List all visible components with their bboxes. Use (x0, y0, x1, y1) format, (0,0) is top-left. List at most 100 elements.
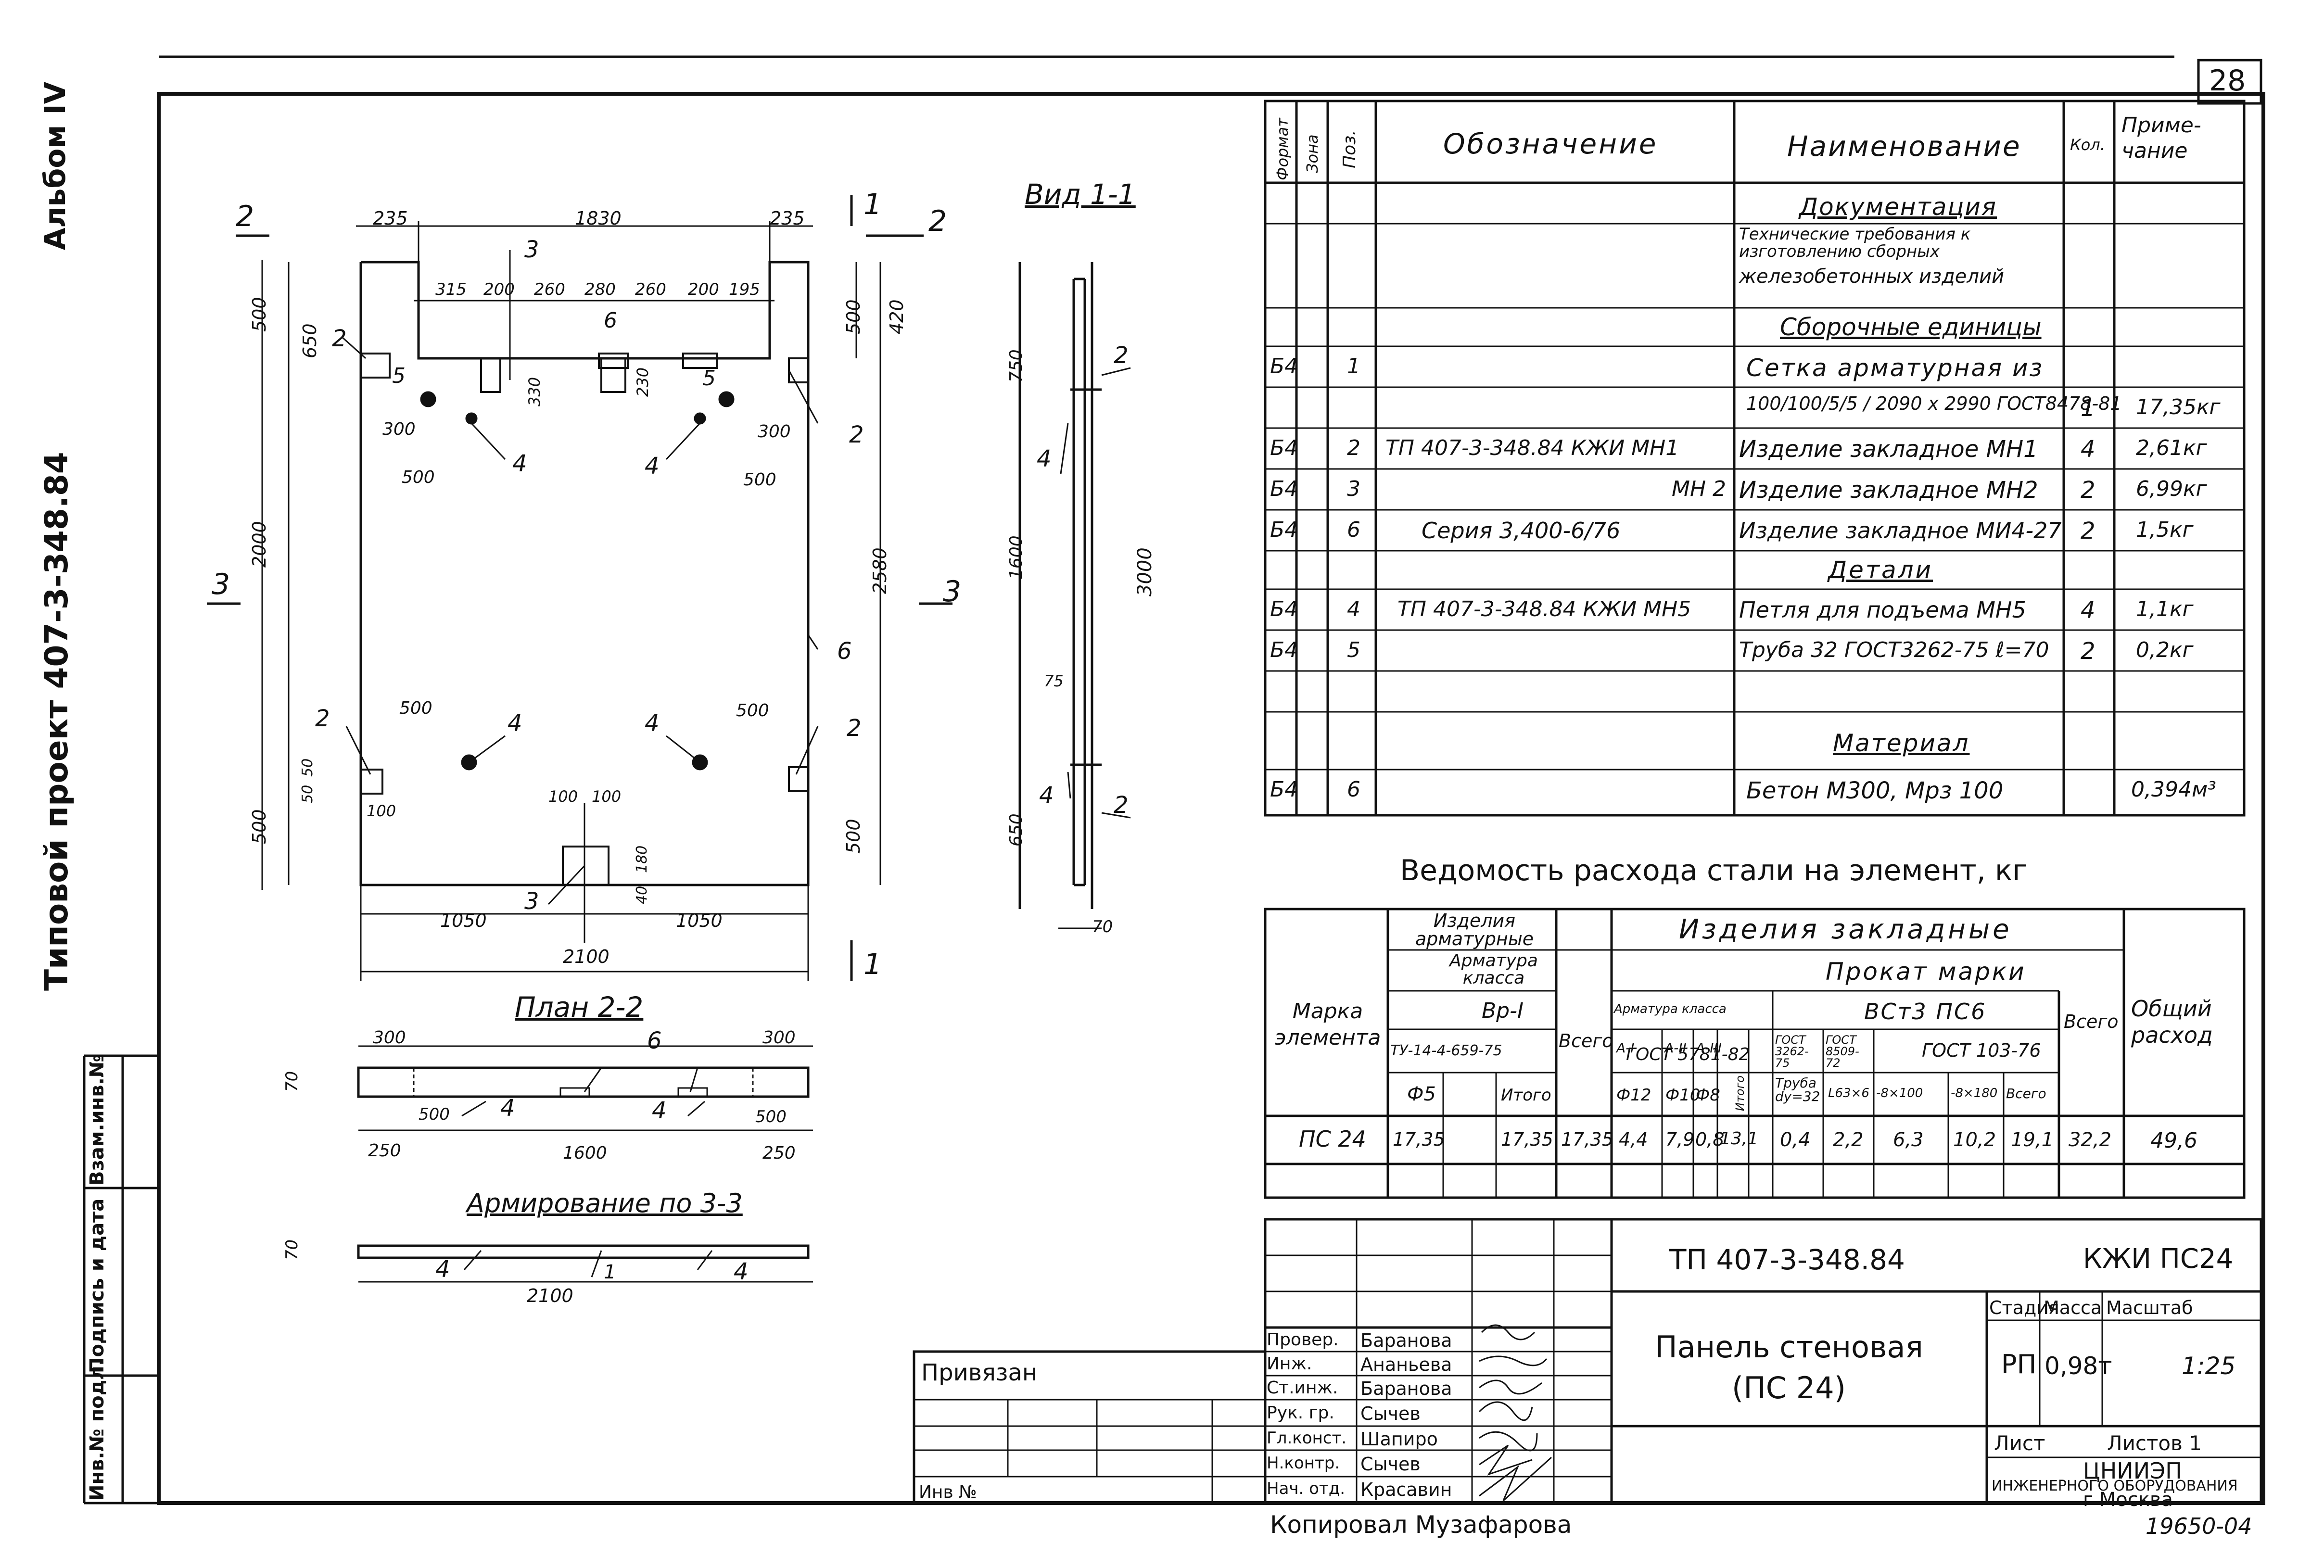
steel-row-itogo: 13,1 (1720, 1129, 1759, 1149)
spec-heading-material: Материал (1833, 729, 1970, 757)
dim-right-500-top: 500 (843, 299, 864, 334)
copied-by: Копировал Музафарова (1270, 1511, 1572, 1539)
spec-row7-pos: 6 (1347, 777, 1360, 802)
steel-row-vsego-all: 32,2 (2069, 1129, 2112, 1151)
dim-inner-330: 330 (525, 377, 544, 406)
callout-5-left: 5 (392, 364, 406, 388)
plan-dim-300-left: 300 (373, 1028, 406, 1048)
dim-bottom-1050-right: 1050 (676, 910, 723, 931)
steel-h-gost5781: ГОСТ 5781-82 (1626, 1045, 1750, 1064)
spec-header-pos: Поз. (1340, 130, 1359, 168)
title-org3: г Москва (2083, 1489, 2173, 1511)
steel-h-a1: A-I (1616, 1040, 1635, 1056)
steel-h-vsego2: Всего (2006, 1086, 2046, 1101)
title-org1: ЦНИИЭП (2083, 1458, 2182, 1484)
dim-inner-300-right: 300 (758, 422, 791, 442)
dim-right-500-bottom: 500 (843, 819, 864, 854)
reinf-callout-4-left: 4 (435, 1256, 450, 1283)
title-scale: 1:25 (2182, 1352, 2236, 1380)
spec-row1b-note: 17,35кг (2136, 395, 2221, 419)
spec-row5-qty: 4 (2081, 597, 2095, 624)
drawing-number: 19650-04 (2146, 1513, 2252, 1539)
steel-h-itogo: Итого (1733, 1075, 1747, 1111)
section-mark-2-right: 2 (928, 204, 947, 238)
plan-dim-300-right: 300 (762, 1028, 796, 1048)
callout-4-tr: 4 (645, 453, 660, 480)
steel-h-pipe: Труба dy=32 (1775, 1075, 1820, 1104)
steel-h-total: Общий расход (2131, 996, 2213, 1049)
spec-row2-name: Изделие закладное МН1 (1739, 436, 2038, 463)
dim-235-right: 235 (770, 208, 805, 229)
steel-table-grid (1264, 908, 2246, 1199)
spec-heading-details: Детали (1828, 556, 1933, 584)
callout-2-tr: 2 (849, 421, 864, 448)
spec-row1b-name: 100/100/5/5 / 2090 x 2990 ГОСТ8478-81 (1746, 393, 2122, 414)
dim-left-650: 650 (299, 323, 320, 358)
name-group-head: Сычев (1360, 1403, 1421, 1424)
spec-row1-format: Б4 (1270, 354, 1298, 379)
steel-h-reinf: Изделия арматурные (1415, 910, 1534, 949)
name-check: Баранова (1360, 1330, 1452, 1351)
dim-left-500-bottom: 500 (249, 809, 270, 844)
steel-h-tu: ТУ-14-4-659-75 (1390, 1042, 1502, 1059)
steel-h-a3: A-III (1696, 1040, 1722, 1056)
dim-inner-500-b: 500 (743, 470, 776, 490)
steel-h-marka: Марка элемента (1274, 999, 1381, 1050)
spec-row6-note: 0,2кг (2136, 638, 2194, 662)
reinf-dim-70: 70 (282, 1239, 302, 1260)
dim-opening-195: 195 (729, 280, 760, 299)
steel-row-s180: 10,2 (1953, 1129, 1996, 1151)
steel-row-vsego: 17,35 (1561, 1129, 1613, 1150)
spec-header-name: Наименование (1787, 130, 2021, 163)
steel-row-l63: 2,2 (1833, 1129, 1864, 1151)
spec-header-designation: Обозначение (1443, 127, 1658, 160)
steel-row-pipe: 0,4 (1780, 1129, 1811, 1151)
dim-bottom-1050-left: 1050 (440, 910, 487, 931)
steel-row-f8: 0,8 (1695, 1129, 1725, 1150)
role-group-head: Рук. гр. (1267, 1403, 1334, 1423)
inv-label: Инв № (919, 1482, 977, 1502)
title-block-grid (913, 1218, 2262, 1505)
spec-row4-name: Изделие закладное МИ4-27 (1739, 518, 2062, 544)
steel-row-vsego-rolled: 19,1 (2011, 1129, 2054, 1151)
steel-h-vsego: Всего (1559, 1030, 1613, 1051)
title-org2: ИНЖЕНЕРНОГО ОБОРУДОВАНИЯ (1992, 1478, 2238, 1494)
steel-h-l63: L63×6 (1828, 1086, 1869, 1100)
spec-row3-designation: МН 2 (1672, 477, 1727, 501)
name-eng: Ананьева (1360, 1354, 1452, 1375)
plan-view-geometry (357, 1045, 813, 1131)
plan-dim-250-right: 250 (762, 1143, 796, 1163)
plan-dim-1600: 1600 (563, 1143, 607, 1163)
dim-opening-260b: 260 (635, 280, 666, 299)
side-callout-4-top: 4 (1037, 445, 1052, 472)
dim-inner-500-d: 500 (736, 701, 769, 721)
spec-row3-note: 6,99кг (2136, 477, 2207, 501)
callout-5-right: 5 (702, 366, 716, 391)
spec-row1-pos: 1 (1347, 354, 1360, 379)
role-norm-control: Н.контр. (1267, 1454, 1340, 1473)
stamp-label-sign: Подпись и дата (86, 1198, 108, 1373)
section-mark-3-right: 3 (943, 575, 962, 608)
spec-row6-format: Б4 (1270, 638, 1298, 662)
dim-left-50a: 50 (299, 758, 316, 777)
title-scale-label: Масштаб (2106, 1297, 2193, 1318)
callout-6-top: 6 (604, 308, 617, 333)
dim-inner-180: 180 (634, 845, 650, 873)
dim-inner-100a: 100 (548, 787, 578, 806)
project-label: Типовой проект 407-3-348.84 (38, 452, 75, 991)
title-mass-label: Масса (2044, 1297, 2102, 1318)
name-senior-eng: Баранова (1360, 1378, 1452, 1399)
name-chief-designer: Шапиро (1360, 1429, 1438, 1450)
reinf-dim-2100: 2100 (527, 1285, 573, 1306)
steel-row-f5: 17,35 (1393, 1129, 1445, 1150)
plan-callout-4-left: 4 (500, 1095, 515, 1122)
dim-1830: 1830 (575, 208, 622, 229)
spec-row5-pos: 4 (1347, 597, 1360, 621)
title-name-line1: Панель стеновая (1655, 1329, 1923, 1365)
dim-inner-230: 230 (634, 367, 652, 397)
dim-inner-300-left: 300 (382, 419, 416, 439)
spec-row4-designation: Серия 3,400-6/76 (1422, 518, 1621, 544)
side-callout-4-bottom: 4 (1039, 782, 1054, 809)
side-dim-3000: 3000 (1134, 547, 1156, 596)
steel-h-f8: Ф8 (1696, 1086, 1720, 1105)
